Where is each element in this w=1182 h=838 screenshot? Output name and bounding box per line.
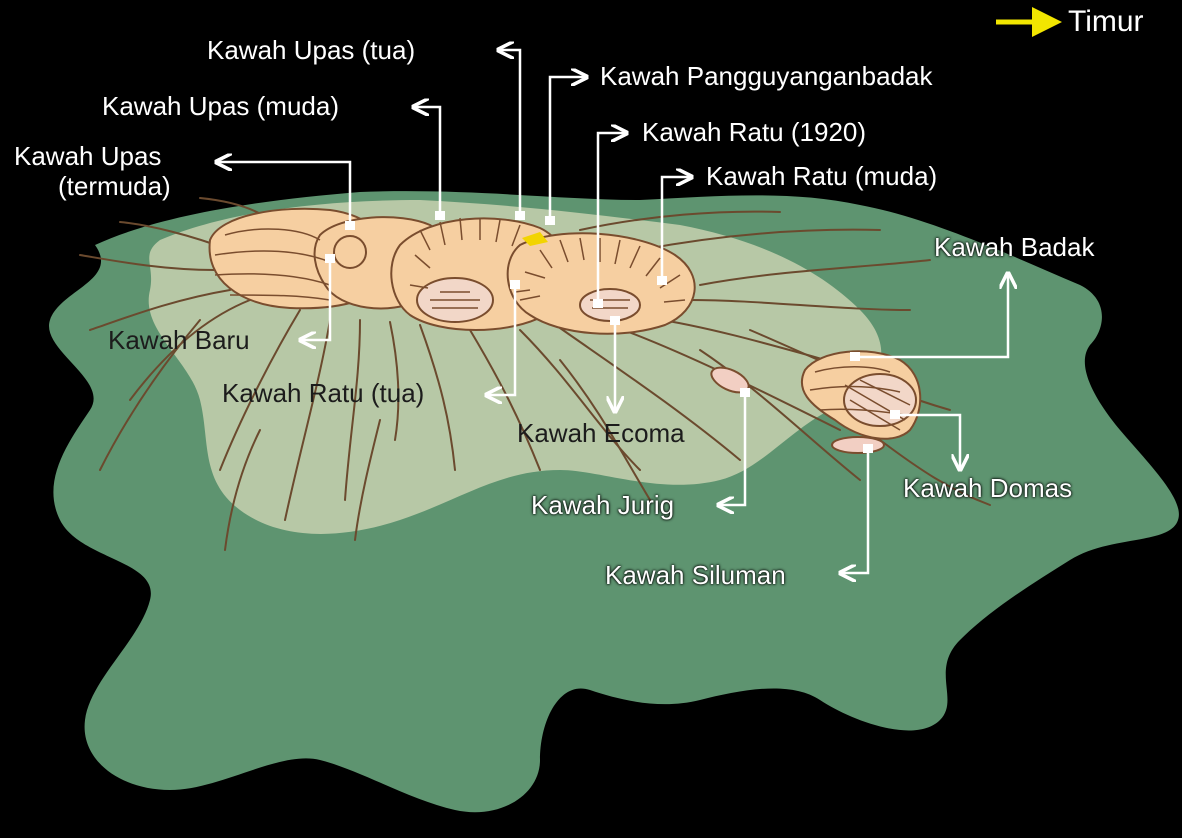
label-ratu-muda: Kawah Ratu (muda) [706, 161, 937, 191]
label-badak: Kawah Badak [934, 232, 1094, 262]
label-siluman: Kawah Siluman [605, 560, 786, 590]
label-jurig: Kawah Jurig [531, 490, 674, 520]
label-ratu-tua: Kawah Ratu (tua) [222, 378, 424, 408]
label-domas: Kawah Domas [903, 473, 1072, 503]
leader-upas-tua [500, 50, 520, 215]
label-upas-tua: Kawah Upas (tua) [207, 35, 415, 65]
label-upas-muda: Kawah Upas (muda) [102, 91, 339, 121]
label-pangguyanganbadak: Kawah Pangguyanganbadak [600, 61, 933, 91]
crater-siluman [832, 437, 884, 453]
label-upas-termuda-line2: (termuda) [14, 171, 214, 201]
crater-upas-termuda [334, 236, 366, 268]
compass-label: Timur [1068, 7, 1144, 37]
label-upas-termuda: Kawah Upas (termuda) [14, 141, 214, 201]
label-ecoma: Kawah Ecoma [517, 418, 685, 448]
label-upas-termuda-line1: Kawah Upas [14, 141, 214, 171]
label-baru: Kawah Baru [108, 325, 250, 355]
label-ratu-1920: Kawah Ratu (1920) [642, 117, 866, 147]
